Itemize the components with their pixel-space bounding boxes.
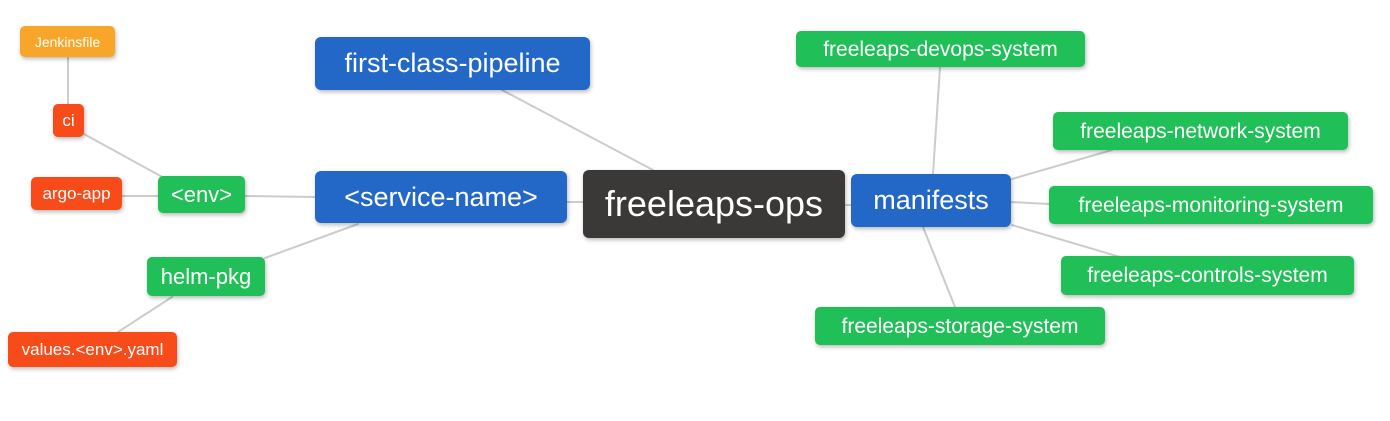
edge-manifests-monitoring-system: [1010, 201, 1050, 205]
node-controls-system[interactable]: freeleaps-controls-system: [1061, 256, 1354, 295]
node-storage-system[interactable]: freeleaps-storage-system: [815, 307, 1105, 345]
edge-service-name-helm-pkg: [264, 223, 359, 259]
node-ci[interactable]: ci: [53, 104, 84, 137]
node-service-name[interactable]: <service-name>: [315, 171, 567, 223]
edge-ci-env: [83, 133, 167, 180]
node-first-class-pipeline[interactable]: first-class-pipeline: [315, 37, 590, 90]
edge-manifests-controls-system: [1011, 224, 1121, 258]
edge-manifests-network-system: [1011, 149, 1113, 180]
edge-manifests-devops-system: [932, 66, 941, 175]
node-helm-pkg[interactable]: helm-pkg: [147, 257, 265, 296]
node-argo-app[interactable]: argo-app: [31, 177, 122, 210]
node-env[interactable]: <env>: [158, 176, 245, 213]
edge-manifests-storage-system: [922, 226, 956, 308]
edge-helm-pkg-values-env-yaml: [117, 296, 173, 333]
node-values-env-yaml[interactable]: values.<env>.yaml: [8, 332, 177, 367]
edge-env-service-name: [244, 195, 316, 198]
node-manifests[interactable]: manifests: [851, 174, 1011, 227]
node-freeleaps-ops[interactable]: freeleaps-ops: [583, 170, 845, 238]
node-devops-system[interactable]: freeleaps-devops-system: [796, 31, 1085, 67]
node-monitoring-system[interactable]: freeleaps-monitoring-system: [1049, 186, 1373, 224]
node-jenkinsfile[interactable]: Jenkinsfile: [20, 26, 115, 57]
edge-first-class-pipeline-freeleaps-ops: [501, 89, 654, 171]
node-network-system[interactable]: freeleaps-network-system: [1053, 112, 1348, 150]
